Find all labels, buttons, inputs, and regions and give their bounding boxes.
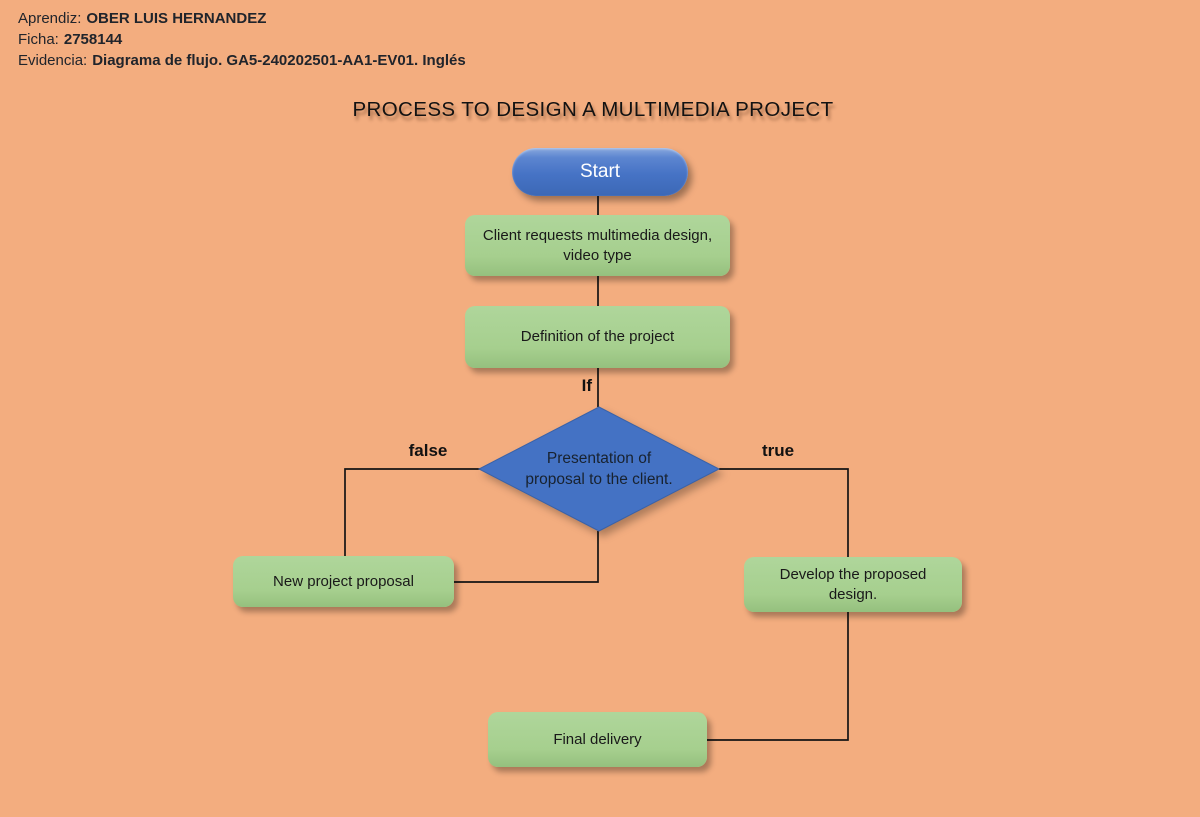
label-false: false	[408, 441, 448, 460]
node-decision-label: Presentation of proposal to the client.	[484, 408, 714, 530]
aprendiz-value: OBER LUIS HERNANDEZ	[86, 10, 267, 27]
node-develop-design: Develop the proposed design.	[744, 557, 962, 612]
decision-text-line1: Presentation of	[546, 450, 652, 467]
header-line-ficha: Ficha:2758144	[18, 29, 466, 50]
node-client-request: Client requests multimedia design, video…	[465, 215, 730, 276]
node-start: Start	[512, 148, 688, 196]
document-header: Aprendiz:OBER LUIS HERNANDEZ Ficha:27581…	[18, 8, 466, 71]
node-new-proposal: New project proposal	[233, 556, 454, 607]
node-final-delivery: Final delivery	[488, 712, 707, 767]
node-definition: Definition of the project	[465, 306, 730, 368]
label-true: true	[761, 441, 795, 460]
connector-true-branch	[719, 468, 849, 560]
diagram-title: PROCESS TO DESIGN A MULTIMEDIA PROJECT	[352, 98, 834, 121]
aprendiz-label: Aprendiz:	[18, 10, 82, 27]
decision-text-line2: proposal to the client.	[525, 471, 673, 488]
ficha-label: Ficha:	[18, 31, 59, 48]
decision-diamond-shape	[477, 406, 721, 532]
ficha-value: 2758144	[63, 31, 123, 48]
header-line-evidencia: Evidencia:Diagrama de flujo. GA5-2402025…	[18, 50, 466, 71]
evidencia-label: Evidencia:	[18, 52, 88, 69]
header-line-aprendiz: Aprendiz:OBER LUIS HERNANDEZ	[18, 8, 466, 29]
label-if: If	[581, 376, 592, 395]
connector-develop-to-final	[705, 610, 849, 741]
evidencia-value: Diagrama de flujo. GA5-240202501-AA1-EV0…	[92, 52, 466, 69]
connector-proposal-loop-back	[454, 531, 599, 583]
connector-false-branch	[344, 468, 480, 559]
